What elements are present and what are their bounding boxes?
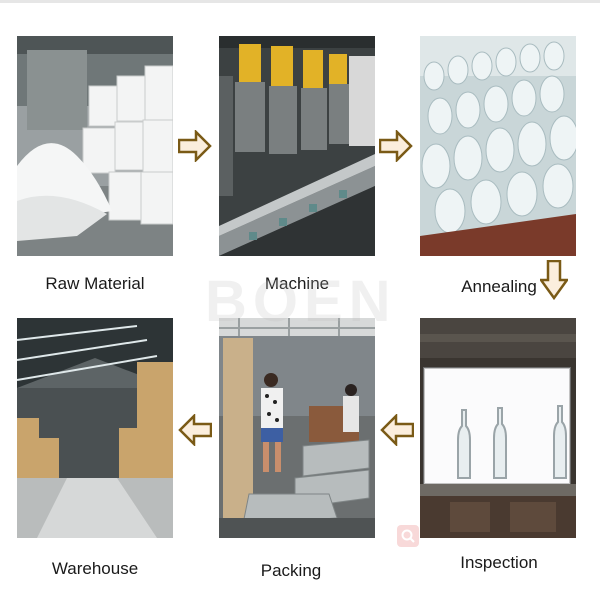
packing-photo <box>219 318 375 538</box>
arrow-left-icon <box>178 414 212 446</box>
annealing-photo <box>420 36 576 256</box>
watermark: BOEN <box>205 269 397 334</box>
inspection-photo <box>420 318 576 538</box>
arrow-down-icon <box>540 260 568 300</box>
raw-material-label: Raw Material <box>45 274 145 293</box>
raw-material-photo <box>17 36 173 256</box>
top-divider <box>0 0 600 3</box>
warehouse-photo <box>17 318 173 538</box>
arrow-right-icon <box>178 130 212 162</box>
arrow-left-icon <box>380 414 414 446</box>
arrow-right-icon <box>379 130 413 162</box>
inspection-label: Inspection <box>460 553 538 572</box>
packing-label: Packing <box>260 561 322 580</box>
machine-label: Machine <box>264 274 330 293</box>
annealing-label: Annealing <box>461 277 537 296</box>
search-icon <box>397 525 419 547</box>
warehouse-label: Warehouse <box>51 559 139 578</box>
machine-photo <box>219 36 375 256</box>
